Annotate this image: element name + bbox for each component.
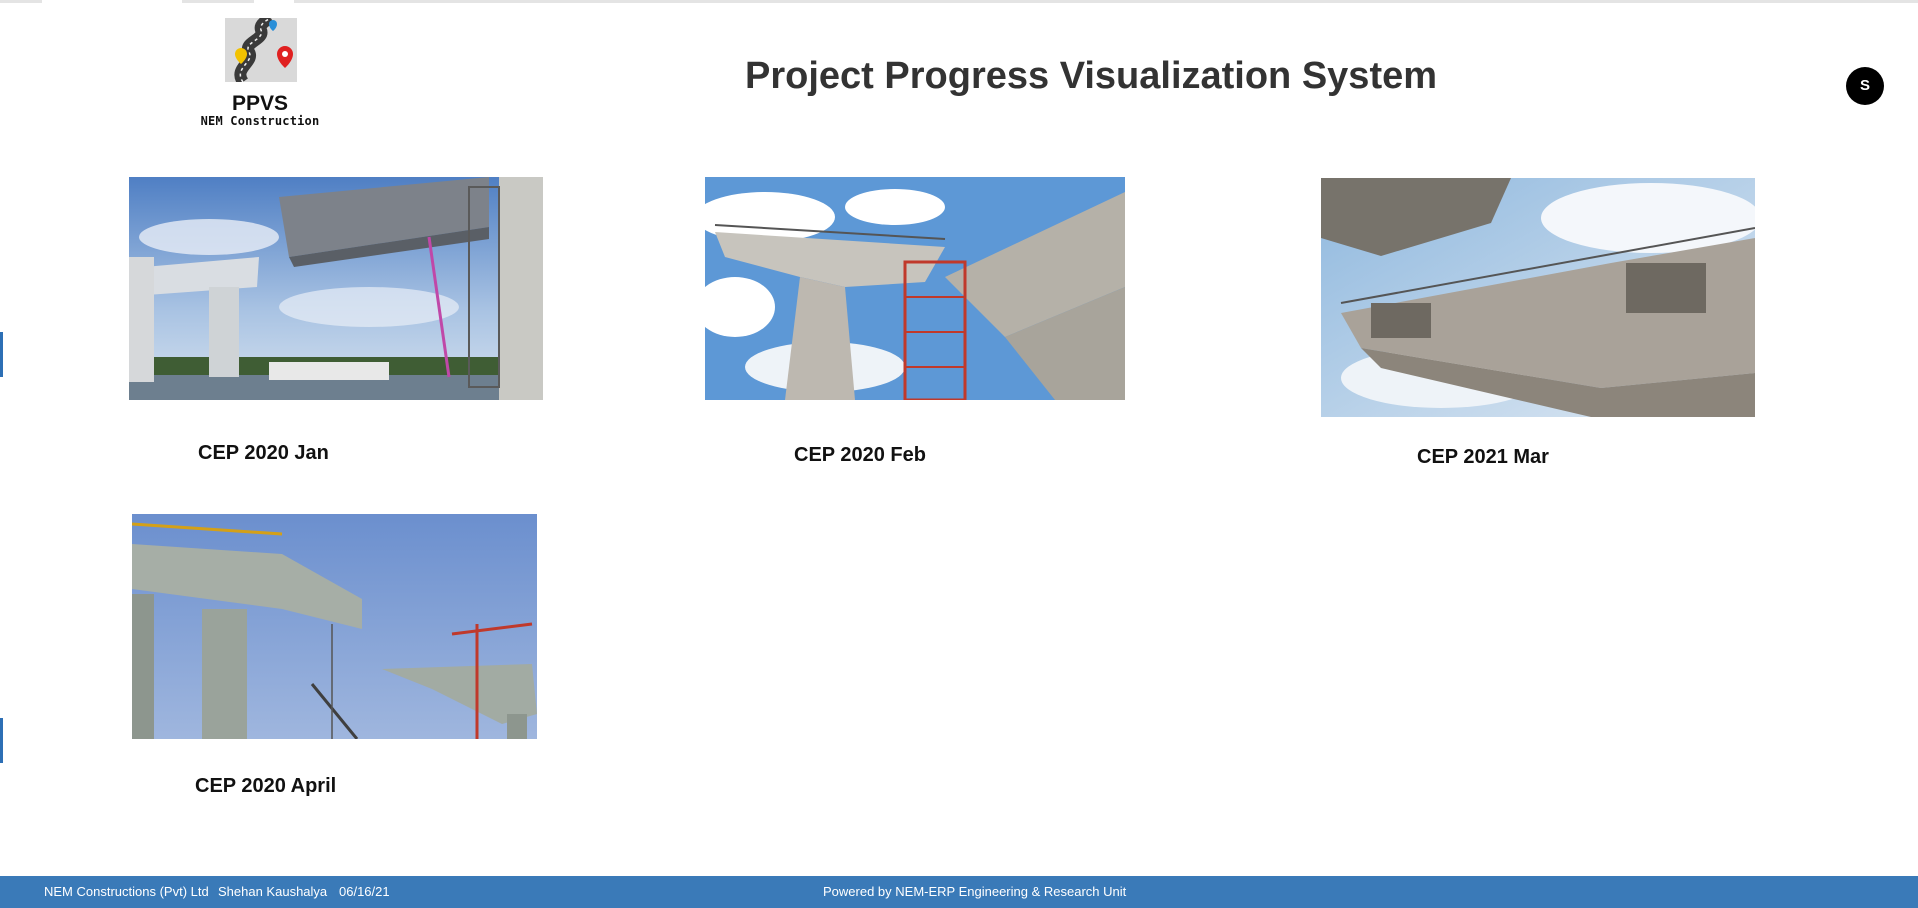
project-label[interactable]: CEP 2020 Feb <box>794 444 926 466</box>
tab-indicator <box>42 0 182 3</box>
road-map-logo-icon <box>225 12 297 86</box>
project-label[interactable]: CEP 2020 Jan <box>198 442 329 464</box>
page-title: Project Progress Visualization System <box>745 55 1438 97</box>
left-edge-marker <box>0 332 3 377</box>
footer-company: NEM Constructions (Pvt) Ltd <box>44 884 209 899</box>
footer-bar: NEM Constructions (Pvt) Ltd Shehan Kaush… <box>0 876 1918 908</box>
left-edge-marker <box>0 718 3 763</box>
project-label[interactable]: CEP 2020 April <box>195 775 337 797</box>
logo-title: PPVS <box>231 92 289 115</box>
top-border <box>0 0 1918 3</box>
tab-indicator <box>254 0 294 3</box>
bridge-construction-photo-1[interactable] <box>129 177 543 400</box>
ppvs-logo[interactable]: PPVS NEM Construction <box>195 12 325 130</box>
project-label[interactable]: CEP 2021 Mar <box>1417 446 1549 468</box>
footer-user: Shehan Kaushalya <box>218 884 328 899</box>
logo-subtitle: NEM Construction <box>200 114 320 128</box>
user-avatar[interactable]: S <box>1846 67 1884 105</box>
bridge-construction-photo-2[interactable] <box>705 177 1125 400</box>
bridge-construction-photo-4[interactable] <box>132 514 537 739</box>
footer-date: 06/16/21 <box>339 884 390 899</box>
bridge-construction-photo-3[interactable] <box>1321 178 1755 417</box>
footer-powered-by: Powered by NEM-ERP Engineering & Researc… <box>823 884 1127 899</box>
